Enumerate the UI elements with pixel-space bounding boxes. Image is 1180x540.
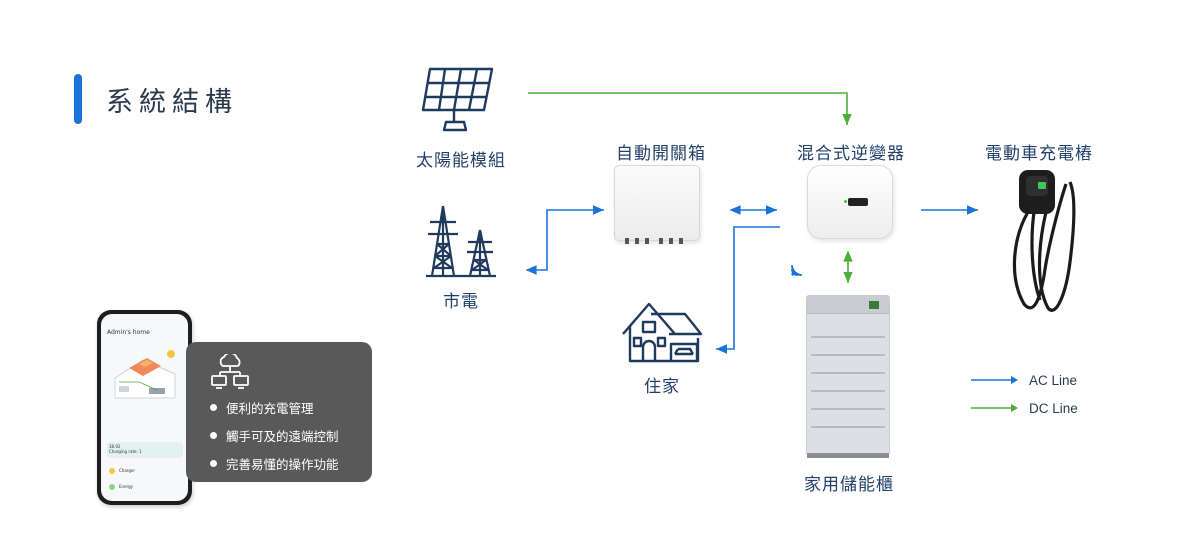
solar-panel-icon <box>421 67 494 132</box>
auto-switch-box <box>614 165 700 244</box>
app-stat-card: 38.92 Charging rate: 1 <box>107 442 183 458</box>
ev-charger-label: 電動車充電樁 <box>985 144 1093 164</box>
hybrid-inverter <box>807 165 893 239</box>
power-tower-icon <box>426 205 496 278</box>
app-row-charger[interactable]: Charger <box>109 468 135 474</box>
ac-line-inverter-house <box>716 226 780 354</box>
ac-line-swatch <box>971 376 1018 384</box>
app-header: Admin's home <box>107 329 150 336</box>
ac-line-grid-switchbox <box>525 205 604 275</box>
app-row-energy[interactable]: Energy <box>109 484 133 490</box>
switchbox-label: 自動開關箱 <box>616 144 706 164</box>
app-house-illustration <box>114 350 176 399</box>
legend-ac: AC Line <box>971 366 1078 394</box>
house-icon <box>622 302 703 363</box>
legend-ac-label: AC Line <box>1029 372 1078 388</box>
inverter-label: 混合式逆變器 <box>797 144 905 164</box>
dc-line-solar-inverter <box>528 92 852 125</box>
ev-charger-image <box>1012 170 1076 312</box>
app-stat-sub: Charging rate: 1 <box>109 449 142 454</box>
title-accent-bar <box>74 74 82 124</box>
battery-label: 家用儲能櫃 <box>804 475 894 495</box>
dc-line-swatch <box>971 404 1018 412</box>
page-title: 系統結構 <box>106 87 238 118</box>
feature-item: 觸手可及的遠端控制 <box>210 426 339 445</box>
app-stat-value: 38.92 <box>109 444 121 449</box>
mobile-app-mockup: Admin's home 38.92 Charging rate: 1 Char… <box>97 310 192 505</box>
wifi-signal-icon <box>791 265 802 276</box>
legend-dc: DC Line <box>971 394 1078 422</box>
feature-card: 便利的充電管理 觸手可及的遠端控制 完善易懂的操作功能 <box>186 342 372 482</box>
legend: AC Line DC Line <box>971 366 1078 422</box>
feature-item: 便利的充電管理 <box>210 398 339 417</box>
grid-label: 市電 <box>443 292 479 312</box>
house-label: 住家 <box>644 377 680 397</box>
solar-label: 太陽能模組 <box>416 151 506 171</box>
home-battery-cabinet <box>806 295 890 458</box>
feature-item: 完善易懂的操作功能 <box>210 454 339 473</box>
legend-dc-label: DC Line <box>1029 400 1078 416</box>
network-devices-icon <box>211 354 249 389</box>
